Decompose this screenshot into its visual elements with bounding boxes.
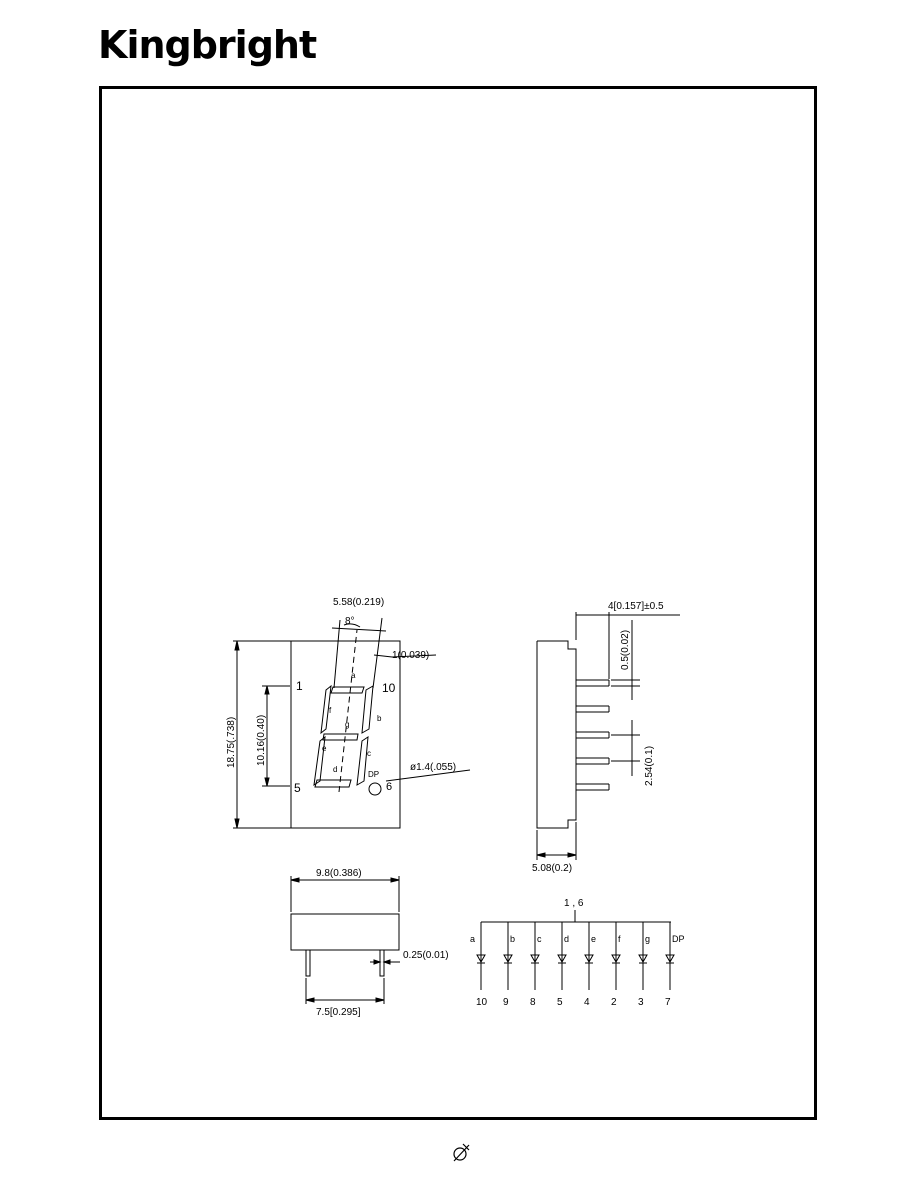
decimal-point [368,782,382,796]
pin-6-label: 6 [386,781,392,793]
segment-a-label: a [351,671,356,680]
dp-label: DP [368,770,379,779]
circuit-pin-label: 3 [638,997,644,1008]
dim-width-label: 9.8(0.386) [316,868,362,879]
segment-c [356,736,369,786]
circuit-segment-label: a [470,934,475,944]
segment-d-label: d [333,765,337,774]
arrow-head [536,852,546,858]
dim-pin-span-label: 7.5[0.295] [316,1007,361,1018]
segment-d [314,779,352,788]
dim-pin-thickness-label: 0.5(0.02) [620,630,631,670]
dim-segment-width-label: 5.58(0.219) [333,597,384,608]
dim-thickness-line [373,654,393,658]
segment-b [361,685,374,734]
front-view: 5.58(0.219) 8° 1(0.039) ø1.4(.055) 1 10 … [226,597,471,829]
circuit-segment-label: DP [672,934,685,944]
bottom-pin-right [379,949,385,977]
kingbright-logo: Kingbright [98,23,317,67]
dim-pin-width-label: 0.25(0.01) [403,950,449,961]
dim-depth-label: 5.08(0.2) [532,863,572,874]
circuit-segment-label: e [591,934,596,944]
dim-pinrow-label: 10.16(0.40) [256,715,267,766]
arrow-head [234,818,240,829]
dim-dp-label: ø1.4(.055) [410,762,456,773]
circuit-pin-label: 7 [665,997,671,1008]
circuit-segment-label: d [564,934,569,944]
drawing-frame [99,86,817,1120]
dim-dp-leader [385,769,471,782]
diode-symbol [611,954,621,964]
circuit-diagram: 1 , 6 a 10 b 9 c 8 d 5 e 4 f 2 g 3 DP 7 [470,898,685,1008]
segment-g-label: g [345,720,349,729]
dim-pin-length-label: 4[0.157]±0.5 [608,601,664,612]
segment-f-label: f [329,706,332,715]
arrow-head [264,777,270,787]
bottom-body-outline [290,913,400,951]
dim-segment-width-line [331,627,387,632]
arrow-head [382,959,391,965]
circuit-pin-label: 8 [530,997,536,1008]
circuit-segment-label: f [618,934,621,944]
circuit-pin-label: 10 [476,997,488,1008]
segment-g [322,733,359,741]
slant-extension-right [372,617,383,689]
circuit-pin-label: 9 [503,997,509,1008]
pen-icon [450,1142,472,1169]
segment-f [320,684,332,735]
dim-thickness-leader [391,654,437,658]
diode-symbol [557,954,567,964]
arrow-head [234,640,240,651]
diode-symbol [584,954,594,964]
common-pin-label: 1 , 6 [564,898,584,909]
segment-c-label: c [367,749,371,758]
bottom-view: 9.8(0.386) 0.25(0.01) 7.5[0.295] [290,868,449,1018]
circuit-segment-label: g [645,934,650,944]
diode-symbol [476,954,486,964]
display-body-outline [290,640,401,829]
segment-e [313,735,326,787]
segment-b-label: b [377,714,382,723]
slant-centerline [338,629,358,793]
slant-angle-arc [343,623,361,628]
circuit-segment-label: b [510,934,515,944]
dim-pitch-label: 2.54(0.1) [644,746,655,786]
pin-10-label: 10 [382,681,396,695]
dim-height-label: 18.75(.738) [226,717,237,768]
diode-symbol [530,954,540,964]
pin-5-label: 5 [294,781,301,795]
arrow-head [373,959,382,965]
arrow-head [375,997,385,1003]
circuit-segment-label: c [537,934,542,944]
arrow-head [264,685,270,695]
segment-a [330,686,365,694]
circuit-pin-label: 5 [557,997,563,1008]
circuit-pin-label: 2 [611,997,617,1008]
arrow-head [567,852,577,858]
dim-thickness-label: 1(0.039) [392,650,429,661]
side-view: 4[0.157]±0.5 5.08(0.2) 0.5(0.02) 2.54(0.… [532,601,680,874]
diode-symbol [665,954,675,964]
arrow-head [290,877,300,883]
diode-symbol [503,954,513,964]
arrow-head [305,997,315,1003]
pin-1-label: 1 [296,679,303,693]
arrow-head [390,877,400,883]
circuit-pin-label: 4 [584,997,590,1008]
diode-symbol [638,954,648,964]
slant-angle-label: 8° [345,616,355,627]
bottom-pin-left [305,949,311,977]
segment-e-label: e [322,744,327,753]
slant-extension-left [333,619,341,689]
side-body-outline [536,640,577,829]
